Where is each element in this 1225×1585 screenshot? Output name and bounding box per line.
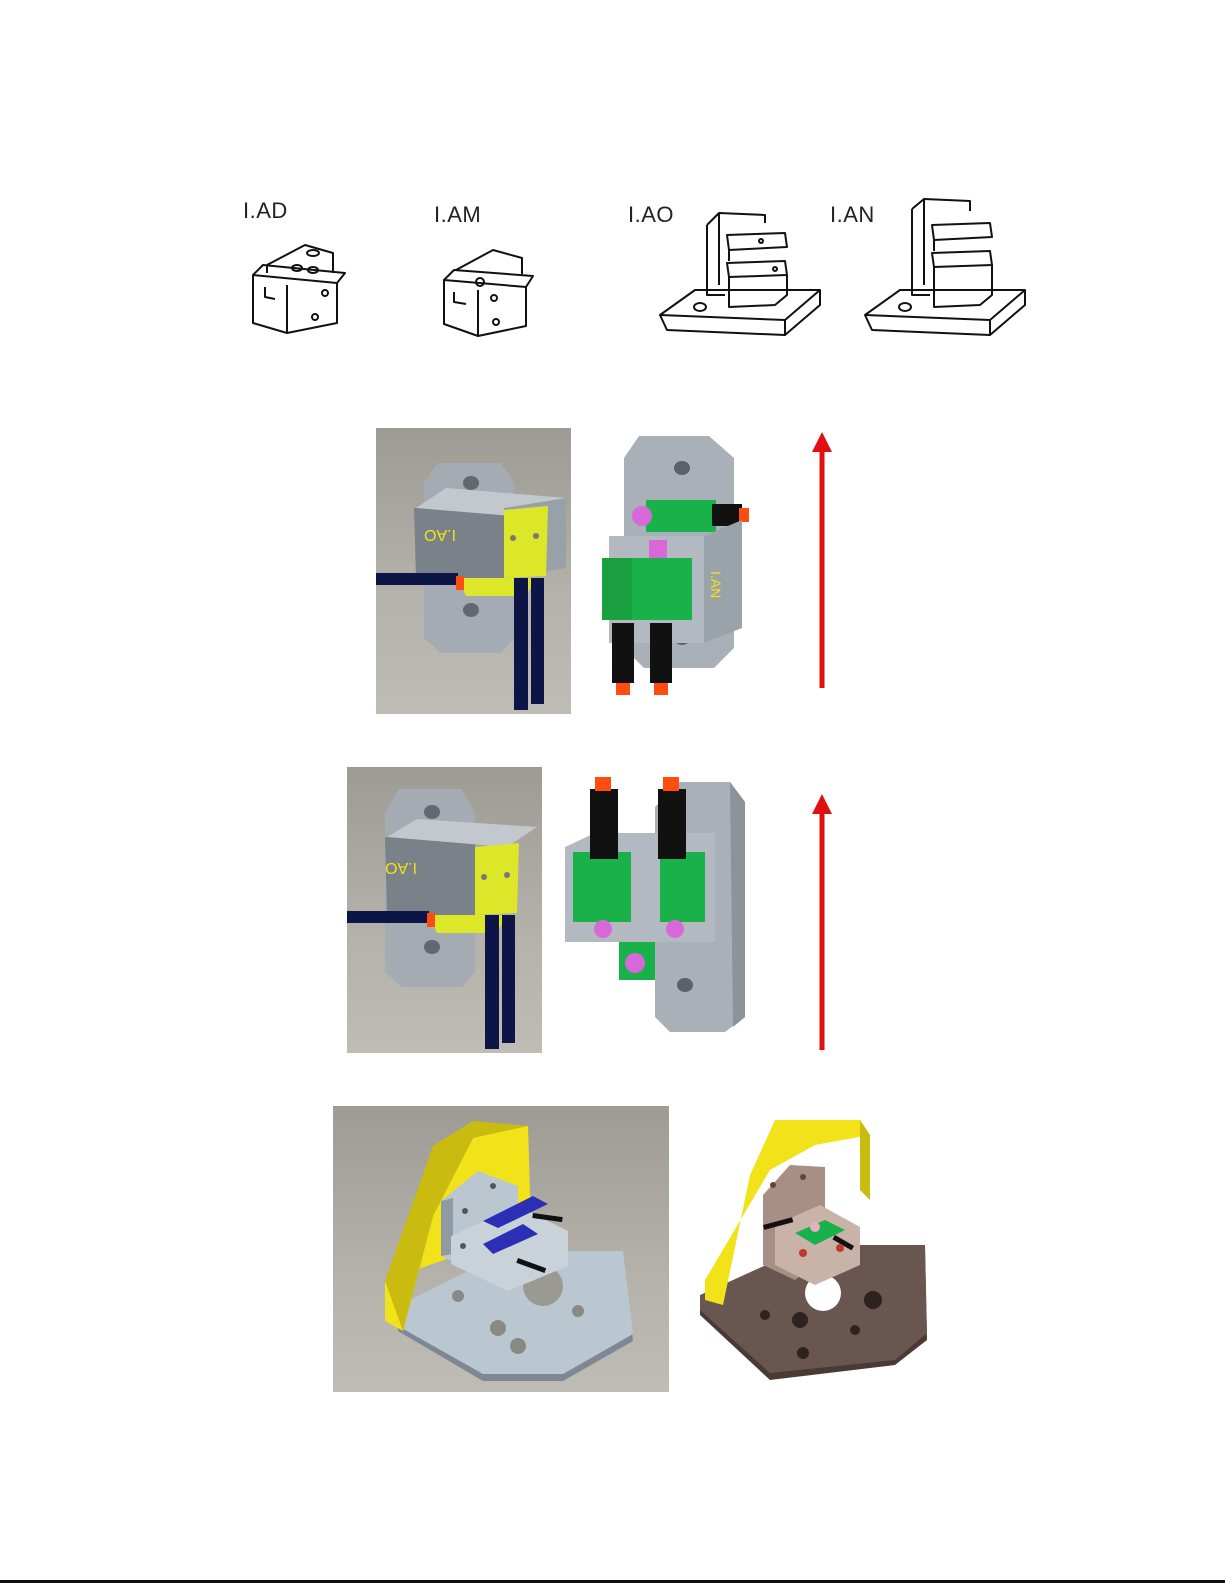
render-iao-bottom: I.AO <box>347 767 542 1053</box>
sketch-iam <box>438 242 543 342</box>
render-assembly-brown <box>695 1115 935 1385</box>
render-ian-top: I.AN <box>584 428 763 714</box>
sketch-iad <box>245 235 355 340</box>
render-marking-ian: I.AN <box>708 571 724 598</box>
render-marking-iao-2: I.AO <box>385 859 417 876</box>
sketch-label-iam: I.AM <box>434 202 481 228</box>
render-ian-bottom <box>555 767 771 1053</box>
sketch-iao <box>655 195 825 350</box>
up-arrow-icon <box>810 792 834 1050</box>
up-arrow-icon <box>810 430 834 688</box>
render-assembly-grey <box>333 1106 669 1392</box>
render-iao-top: I.AO <box>376 428 571 714</box>
render-marking-iao: I.AO <box>424 526 456 543</box>
sketch-ian <box>860 195 1030 350</box>
page-bottom-rule <box>0 1580 1225 1583</box>
sketch-label-iad: I.AD <box>243 198 288 224</box>
